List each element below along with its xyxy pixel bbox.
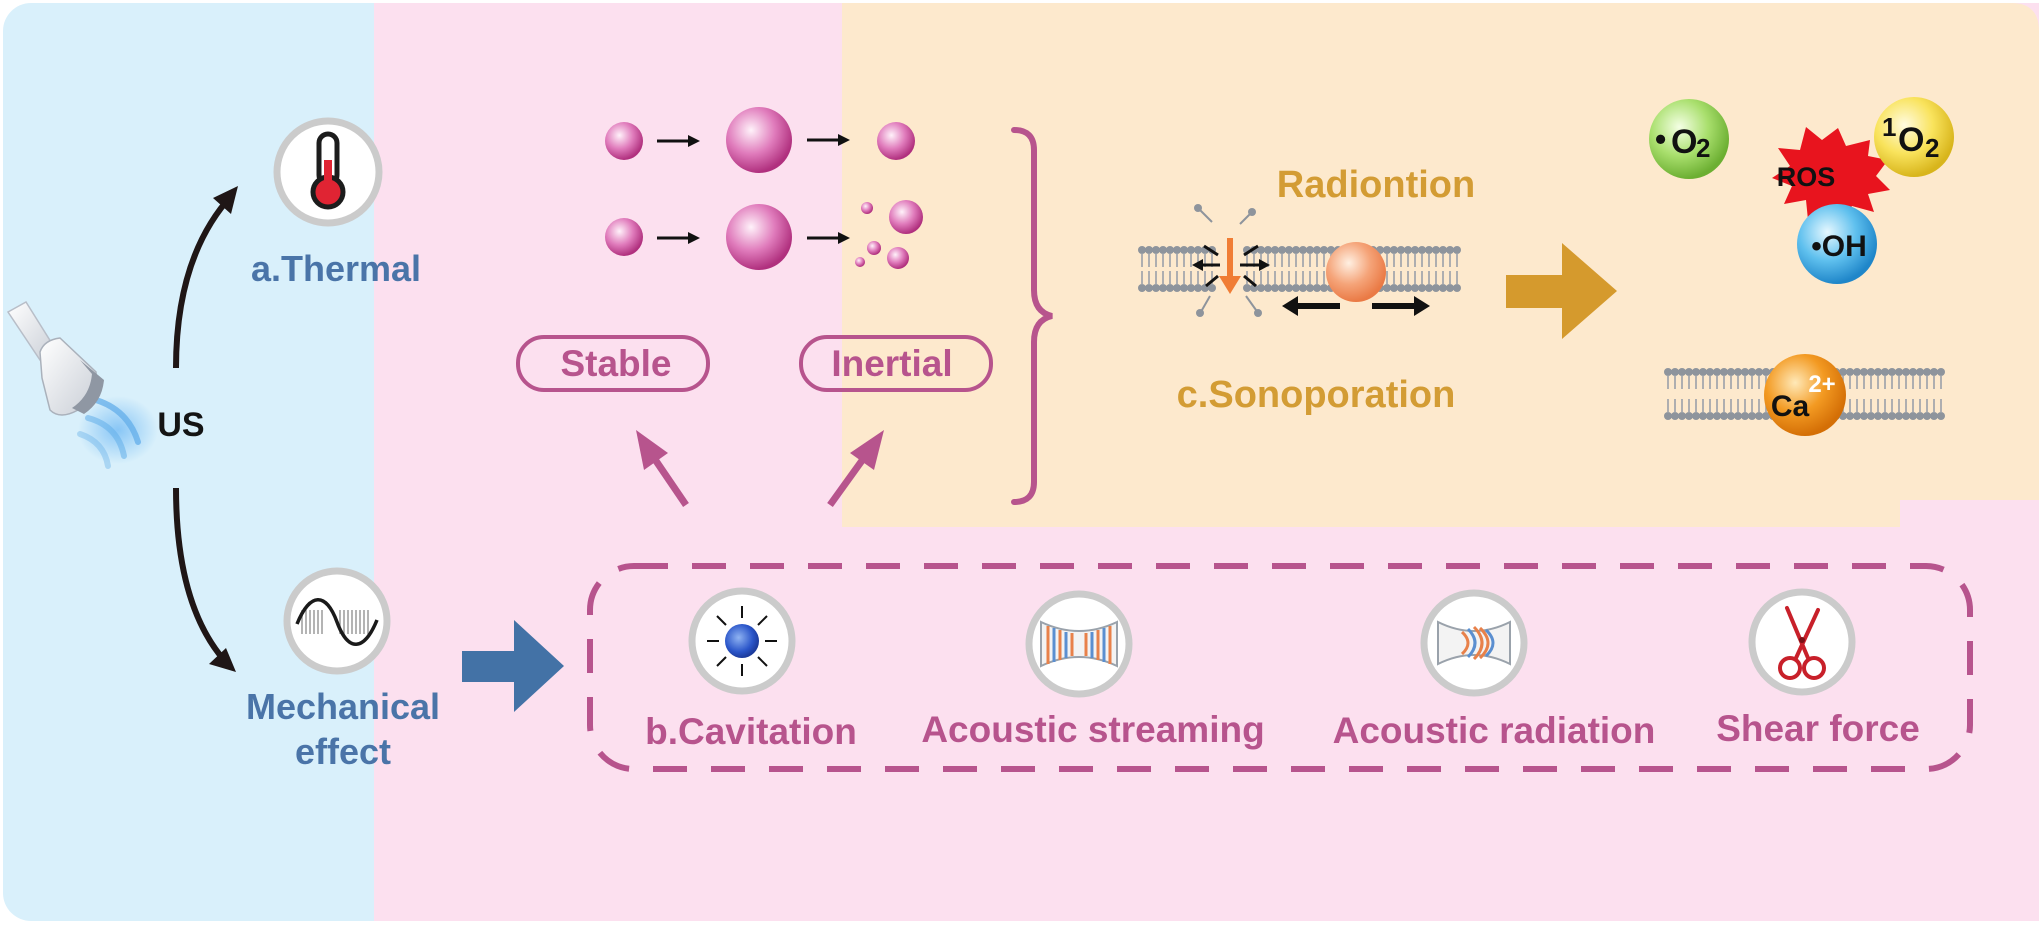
stable-bubble-sequence bbox=[605, 107, 915, 173]
ros-burst bbox=[1772, 127, 1890, 222]
svg-text:Ca: Ca bbox=[1771, 390, 1810, 423]
probe-icon bbox=[6, 300, 158, 469]
superoxide-sphere: • O 2 bbox=[1649, 99, 1729, 179]
svg-text:2: 2 bbox=[1925, 133, 1939, 163]
acoustic-streaming-label: Acoustic streaming bbox=[921, 709, 1264, 750]
cavitation-label: b.Cavitation bbox=[645, 711, 857, 752]
svg-text:•OH: •OH bbox=[1811, 230, 1867, 263]
shear-force-label: Shear force bbox=[1716, 708, 1920, 749]
thermal-label: a.Thermal bbox=[251, 248, 421, 289]
panel-peach bbox=[842, 3, 2039, 527]
cavitation-icon bbox=[688, 587, 796, 695]
pink-arrow-right bbox=[827, 430, 884, 508]
svg-text:O: O bbox=[1898, 121, 1924, 159]
sonoporation-pore bbox=[1192, 204, 1270, 317]
thermometer-icon bbox=[273, 117, 383, 227]
acoustic-radiation-label: Acoustic radiation bbox=[1333, 710, 1656, 751]
curly-brace bbox=[1011, 127, 1053, 505]
inertial-pill bbox=[799, 335, 993, 392]
gold-arrow bbox=[1506, 243, 1617, 339]
svg-text:2+: 2+ bbox=[1808, 371, 1835, 398]
acoustic-streaming-icon bbox=[1025, 590, 1133, 698]
sonoporation-label: c.Sonoporation bbox=[1177, 374, 1456, 416]
svg-text:1: 1 bbox=[1882, 112, 1896, 142]
svg-text:2: 2 bbox=[1696, 133, 1710, 163]
stable-pill bbox=[516, 335, 710, 392]
mechanical-label-line1: Mechanical bbox=[246, 686, 440, 727]
inertial-label: Inertial bbox=[831, 343, 952, 384]
us-label: US bbox=[157, 406, 204, 444]
stable-label: Stable bbox=[560, 343, 671, 384]
up-arrow bbox=[173, 186, 238, 369]
hydroxyl-sphere: •OH bbox=[1797, 204, 1877, 284]
acoustic-radiation-icon bbox=[1420, 589, 1528, 697]
ros-label: ROS bbox=[1777, 162, 1836, 192]
mechanical-label-line2: effect bbox=[295, 731, 391, 772]
singlet-oxygen-sphere: 1 O 2 bbox=[1874, 97, 1954, 177]
inertial-bubble-sequence bbox=[605, 200, 923, 270]
down-arrow bbox=[173, 487, 236, 672]
mechanical-effects-box bbox=[587, 563, 1973, 772]
radiontion-label: Radiontion bbox=[1277, 164, 1475, 206]
scissors-icon bbox=[1748, 588, 1856, 696]
pink-arrow-left bbox=[636, 430, 689, 507]
svg-text:•: • bbox=[1655, 121, 1666, 157]
sine-wave-icon bbox=[283, 567, 391, 675]
calcium-sphere: Ca 2+ bbox=[1764, 354, 1846, 436]
radiation-bubble bbox=[1282, 242, 1430, 316]
blue-arrow bbox=[462, 620, 564, 712]
svg-text:O: O bbox=[1671, 123, 1697, 161]
